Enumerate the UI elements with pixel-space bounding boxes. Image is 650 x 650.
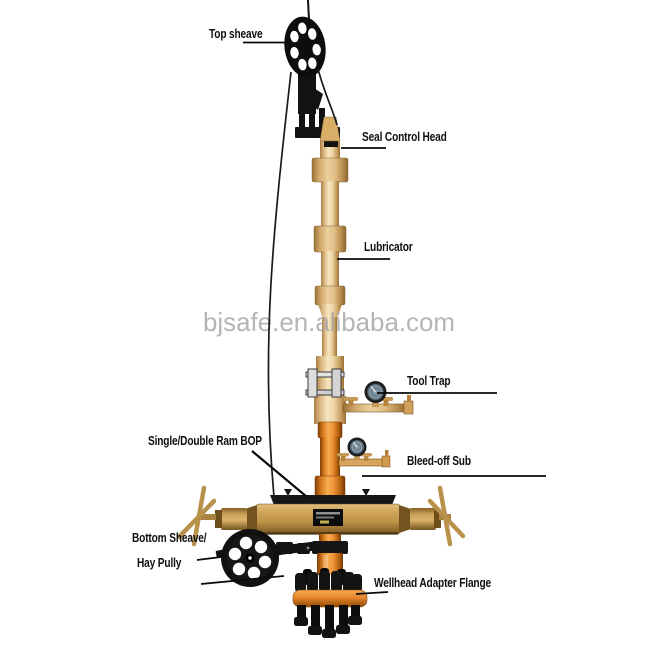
label-bottom-sheave-line1: Bottom Sheave/ (132, 530, 207, 545)
label-bleed-off-sub: Bleed-off Sub (407, 453, 471, 468)
bop-nameplate (313, 509, 343, 526)
seal-control-head-graphic (295, 106, 341, 147)
label-top-sheave: Top sheave (209, 26, 263, 41)
wireline (267, 68, 338, 498)
label-ram-bop: Single/Double Ram BOP (148, 433, 262, 448)
ram-bop-graphic (176, 485, 466, 547)
bop-lower-spool (312, 534, 348, 575)
pressure-gauge-bleed-off (347, 437, 367, 457)
wellhead-flange-graphic (292, 568, 368, 638)
label-seal-control-head: Seal Control Head (362, 129, 447, 144)
bop-handwheels (176, 485, 466, 547)
label-bottom-sheave-line2: Hay Pully (137, 555, 182, 570)
bottom-sheave-graphic (215, 529, 320, 587)
union-clamp (305, 368, 345, 398)
pressure-gauge-tool-trap (364, 381, 387, 403)
label-wellhead-adapter-flange: Wellhead Adapter Flange (374, 575, 491, 590)
tool-trap-graphic (342, 381, 414, 415)
label-lubricator: Lubricator (364, 239, 413, 254)
bleed-off-sub-graphic (314, 421, 391, 506)
pointer-lines (196, 41, 546, 595)
lubricator-stack (311, 136, 349, 424)
watermark-text: bjsafe.en.alibaba.com (203, 307, 455, 337)
label-tool-trap: Tool Trap (407, 373, 451, 388)
top-sheave-graphic (284, 0, 326, 114)
